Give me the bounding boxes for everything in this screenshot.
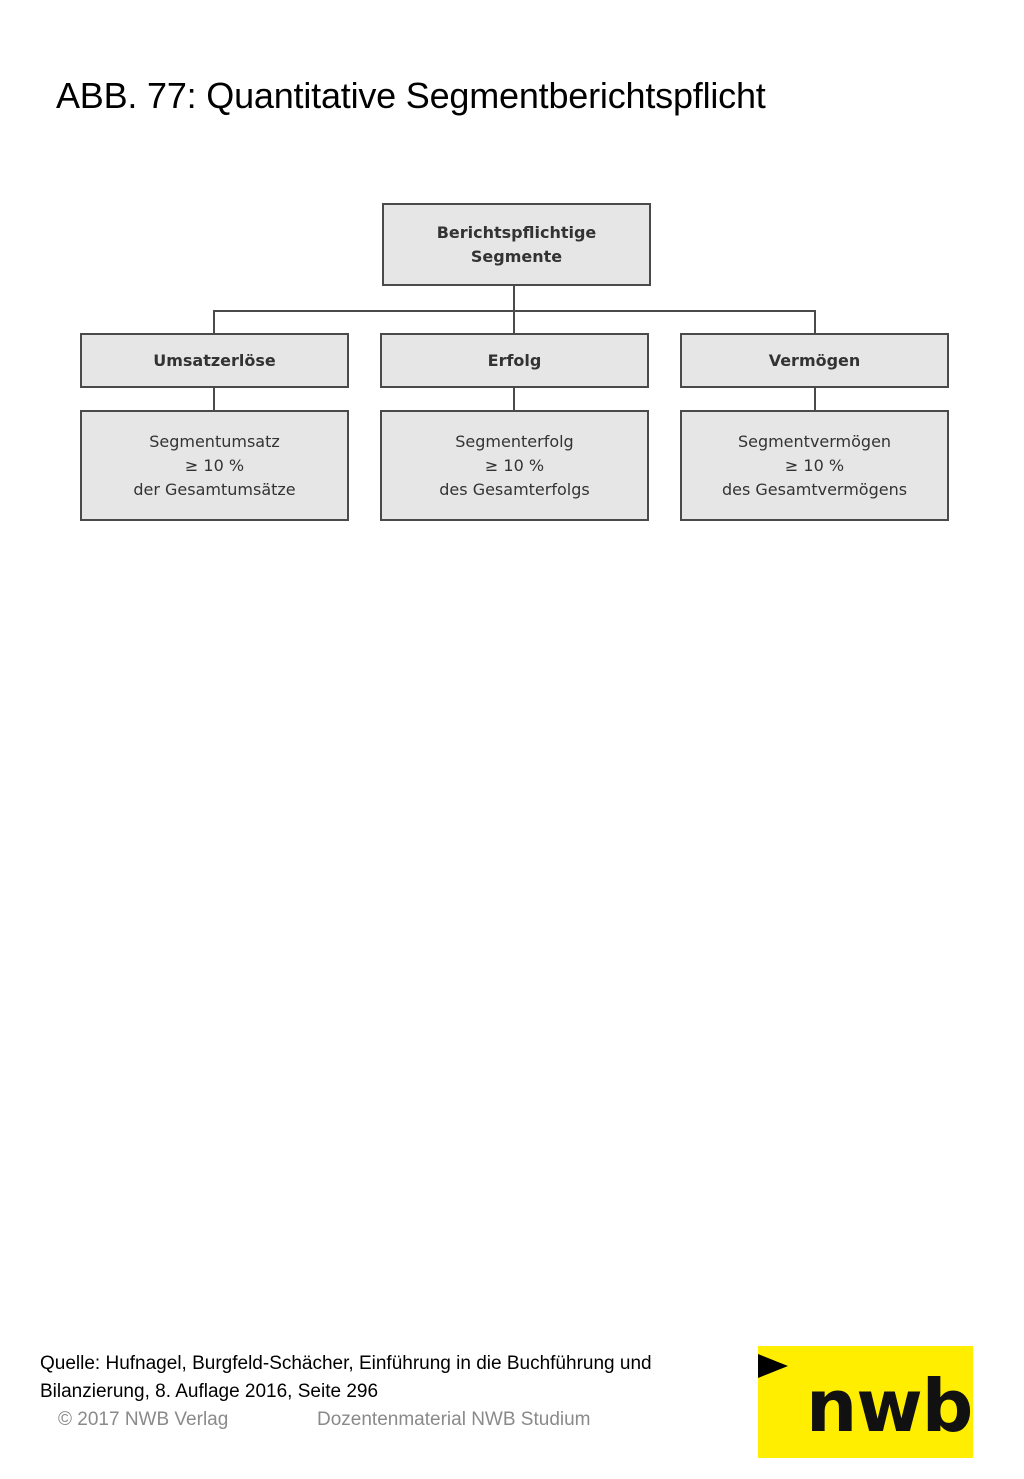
criterion-vermoegen-line-3: des Gesamtvermögens [721,479,908,499]
category-box-erfolg: Erfolg [380,333,649,388]
connector-umsatzerloese-criterion [213,388,215,410]
connector-vermoegen-criterion [814,388,816,410]
category-box-umsatzerloese: Umsatzerlöse [80,333,349,388]
connector-to-vermoegen [814,310,816,334]
logo-wordmark: nwb [806,1364,973,1448]
root-box-berichtspflichtige-segmente: Berichtspflichtige Segmente [382,203,651,286]
source-line-1: Quelle: Hufnagel, Burgfeld-Schächer, Ein… [40,1353,652,1374]
criterion-vermoegen-line-2: ≥ 10 % [784,455,845,475]
category-box-vermoegen: Vermögen [680,333,949,388]
connector-root-down [513,286,515,311]
logo-arrow-icon [758,1354,788,1378]
root-label-line-2: Segmente [470,246,563,266]
criterion-box-erfolg: Segmenterfolg ≥ 10 % des Gesamterfolgs [380,410,649,521]
criterion-umsatz-line-1: Segmentumsatz [149,431,280,451]
connector-to-erfolg [513,310,515,334]
category-label-erfolg: Erfolg [487,351,542,370]
nwb-logo: nwb [758,1346,973,1458]
criterion-erfolg-line-2: ≥ 10 % [484,455,545,475]
criterion-umsatz-line-3: der Gesamtumsätze [133,479,296,499]
connector-to-umsatzerloese [213,310,215,334]
footer-material: Dozentenmaterial NWB Studium [317,1409,591,1430]
source-line-2: Bilanzierung, 8. Auflage 2016, Seite 296 [40,1381,379,1402]
connector-erfolg-criterion [513,388,515,410]
criterion-umsatz-line-2: ≥ 10 % [184,455,245,475]
footer-copyright: © 2017 NWB Verlag [58,1409,229,1430]
category-label-vermoegen: Vermögen [768,351,861,370]
criterion-box-umsatz: Segmentumsatz ≥ 10 % der Gesamtumsätze [80,410,349,521]
criterion-box-vermoegen: Segmentvermögen ≥ 10 % des Gesamtvermöge… [680,410,949,521]
page-title: ABB. 77: Quantitative Segmentberichtspfl… [56,75,766,116]
category-label-umsatzerloese: Umsatzerlöse [153,351,276,370]
root-label-line-1: Berichtspflichtige [436,222,597,242]
criterion-vermoegen-line-1: Segmentvermögen [737,431,892,451]
source-citation: Quelle: Hufnagel, Burgfeld-Schächer, Ein… [40,1350,652,1406]
criterion-erfolg-line-1: Segmenterfolg [455,431,574,451]
criterion-erfolg-line-3: des Gesamterfolgs [439,479,590,499]
